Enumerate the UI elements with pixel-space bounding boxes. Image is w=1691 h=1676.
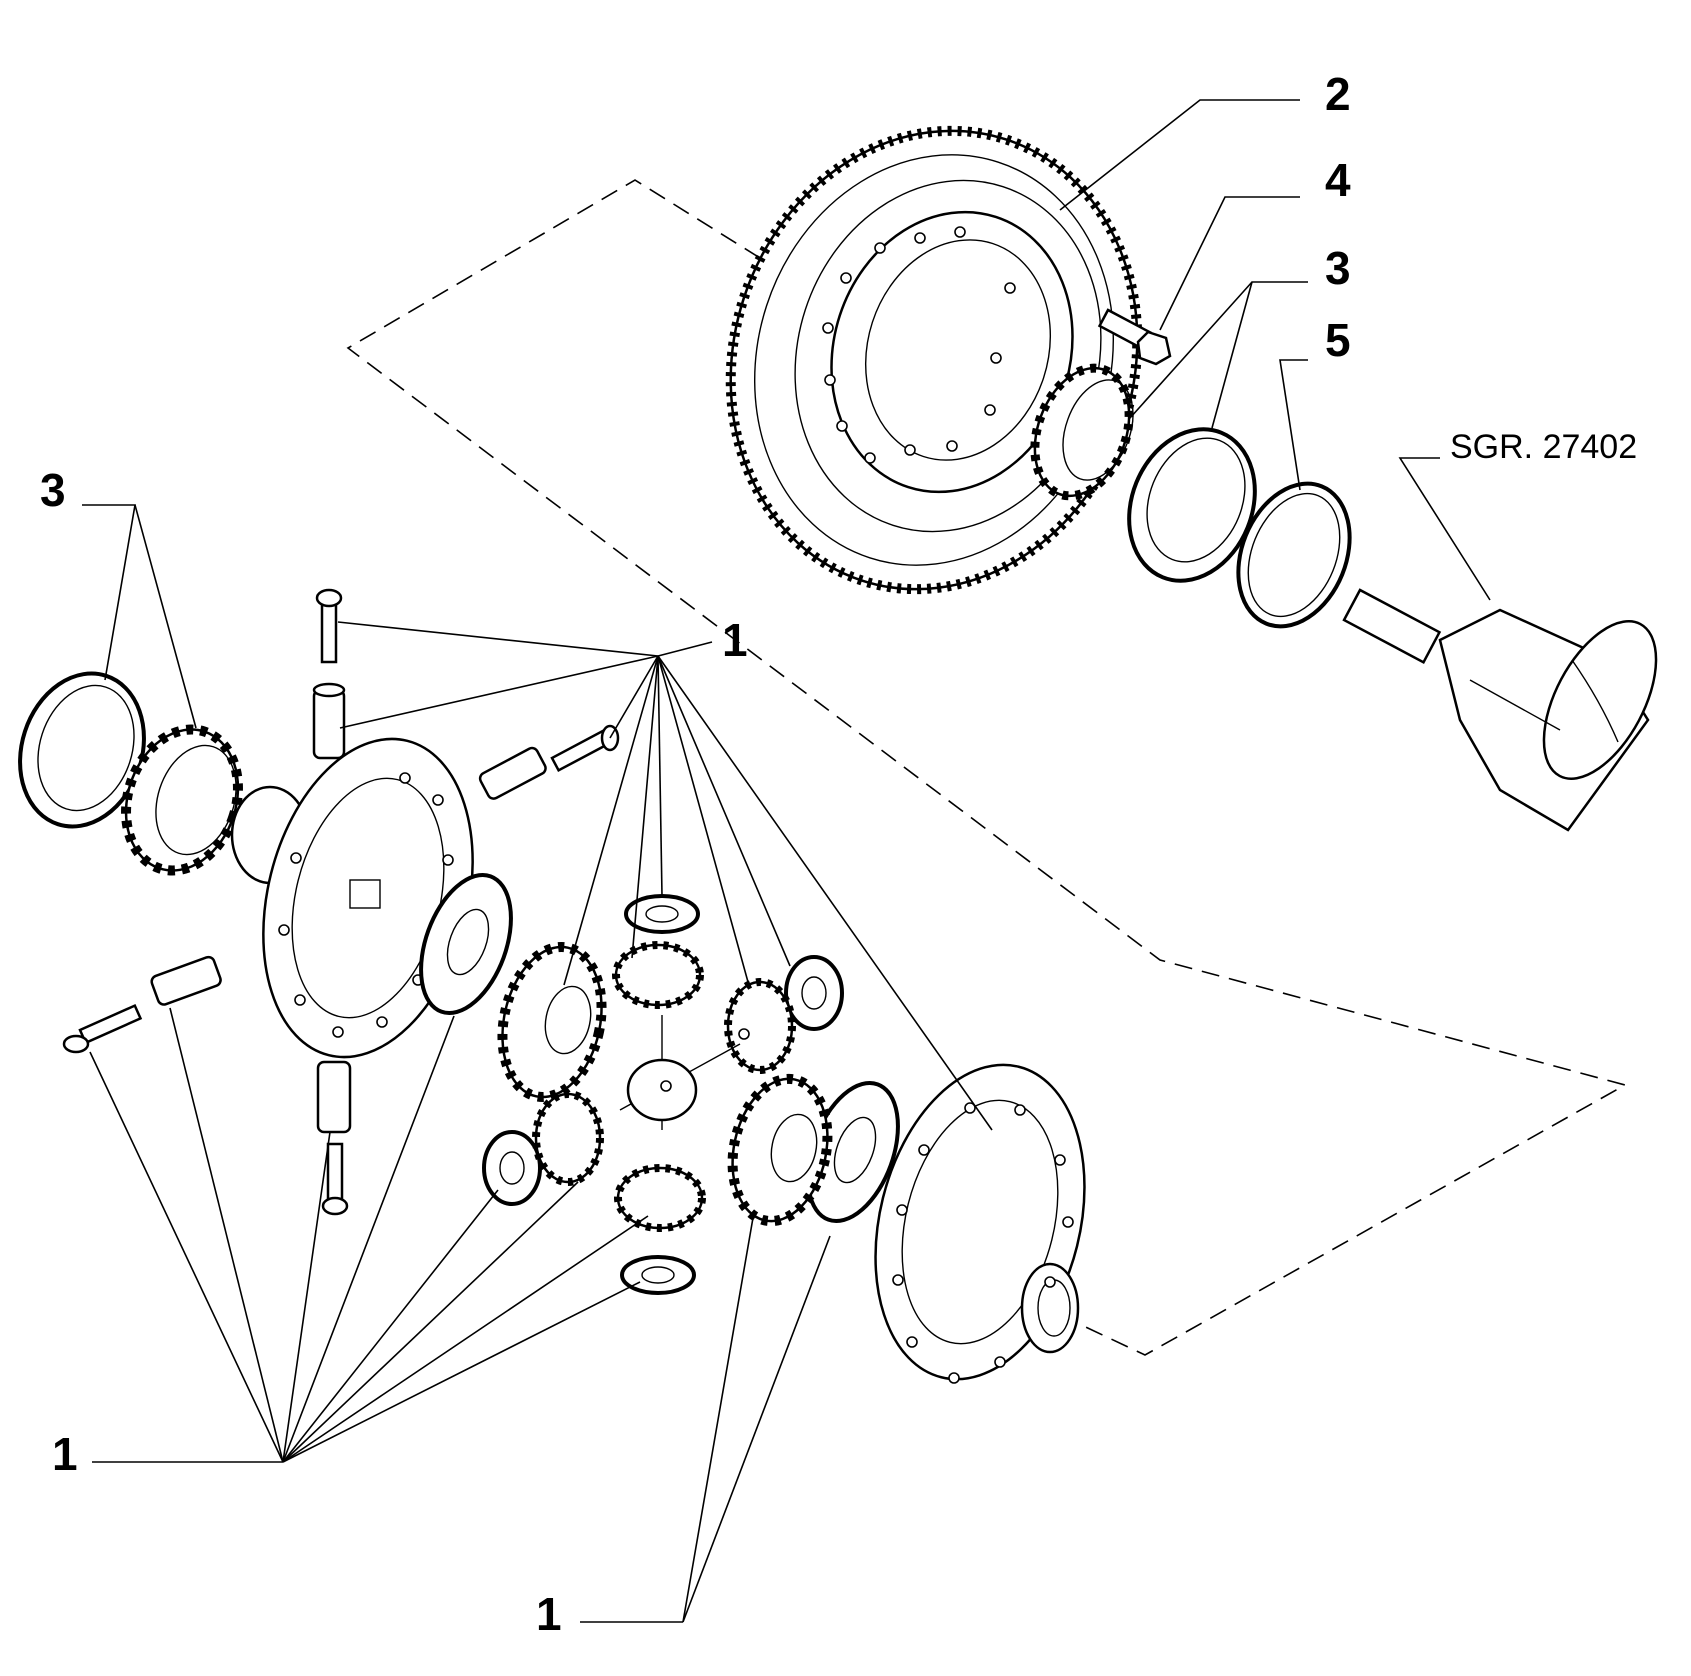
thrust-washer-icon — [419, 872, 513, 1016]
pin-sleeve-icon — [150, 955, 222, 1006]
planet-pinion-gear-icon — [612, 941, 704, 1009]
taper-roller-bearing-icon — [1030, 363, 1134, 501]
bolt-icon — [1097, 308, 1172, 366]
pin-sleeve-icon — [478, 746, 547, 800]
screw-icon — [62, 1003, 143, 1054]
screw-icon — [550, 724, 620, 773]
callout-1-bottom-center: 1 — [536, 1588, 562, 1640]
pin-sleeve-icon — [316, 1060, 352, 1134]
callout-3-left: 3 — [40, 464, 66, 516]
callout-1-bottom-left: 1 — [52, 1428, 78, 1480]
callout-4: 4 — [1325, 154, 1351, 206]
taper-roller-bearing-icon — [121, 724, 243, 876]
callout-3-right: 3 — [1325, 242, 1351, 294]
side-gear-icon — [497, 941, 607, 1103]
planet-pinion-gear-icon — [532, 1090, 604, 1186]
differential-housing-icon — [874, 1063, 1086, 1384]
callout-1-top: 1 — [722, 614, 748, 666]
assembly-dashed-outline — [346, 179, 1628, 1356]
side-gear-icon — [727, 1073, 833, 1227]
pin-sleeve-icon — [312, 682, 346, 760]
spider-cross-icon — [619, 1015, 741, 1130]
thrust-washer-icon — [620, 1255, 696, 1295]
drive-shaft-tripod-joint-icon — [1342, 588, 1658, 832]
crown-wheel-gear-icon — [725, 125, 1143, 595]
planet-pinion-gear-icon — [724, 978, 796, 1074]
planet-pinion-gear-icon — [614, 1164, 706, 1232]
reference-code: SGR. 27402 — [1450, 428, 1637, 466]
callout-2: 2 — [1325, 68, 1351, 120]
shim-ring-icon — [1236, 481, 1352, 629]
callout-5: 5 — [1325, 314, 1351, 366]
screw-icon — [315, 588, 343, 664]
screw-icon — [321, 1142, 349, 1216]
thrust-washer-icon — [784, 955, 844, 1031]
leader-lines — [82, 99, 1491, 1623]
thrust-washer-icon — [482, 1130, 542, 1206]
